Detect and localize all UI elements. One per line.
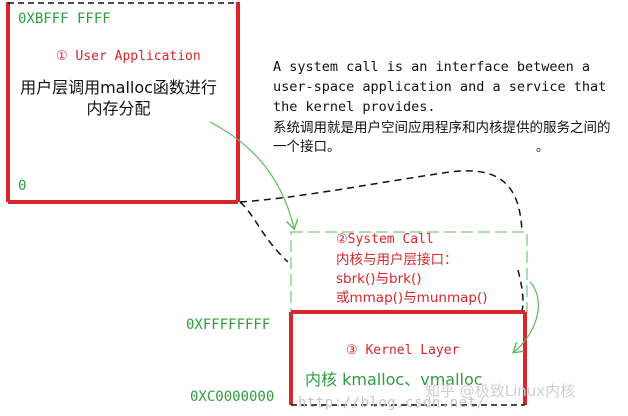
system-call-description: 内核与用户层接口： sbrk()与brk() 或mmap()与munmap() xyxy=(336,251,487,308)
kernel-layer-box xyxy=(289,310,527,406)
system-call-line: sbrk()与brk() xyxy=(336,271,422,287)
arrow-syscall-to-kernel xyxy=(514,281,539,352)
kernel-layer-description: 内核 kmalloc、vmalloc xyxy=(305,370,483,389)
user-top-address: 0XBFFF FFFF xyxy=(18,11,111,27)
system-call-line: 或mmap()与munmap() xyxy=(336,290,488,306)
blog-watermark: http://blog.csdn.net/ xyxy=(298,395,486,411)
kernel-layer-title: ③ Kernel Layer xyxy=(346,343,460,358)
user-application-box xyxy=(6,2,240,204)
user-bottom-address: 0 xyxy=(18,178,27,194)
stray-mark: 。 xyxy=(536,140,550,155)
system-call-line: 内核与用户层接口： xyxy=(336,252,458,268)
english-description: A system call is an interface between a … xyxy=(273,59,607,115)
chinese-description: 系统调用就是用户空间应用程序和内核提供的服务之间的一个接口。 xyxy=(273,120,611,155)
zhihu-watermark: 知乎 @极致Linux内核 xyxy=(425,382,576,400)
kernel-top-address: 0XFFFFFFFF xyxy=(186,317,271,333)
user-application-description: 用户层调用malloc函数进行内存分配 xyxy=(20,78,217,118)
user-application-title: ① User Application xyxy=(56,49,201,64)
arrow-user-to-syscall xyxy=(209,121,294,228)
system-call-title: ②System Call xyxy=(336,232,434,247)
kernel-bottom-address: 0XC0000000 xyxy=(190,389,275,405)
connector-dashed-outline xyxy=(239,170,524,313)
